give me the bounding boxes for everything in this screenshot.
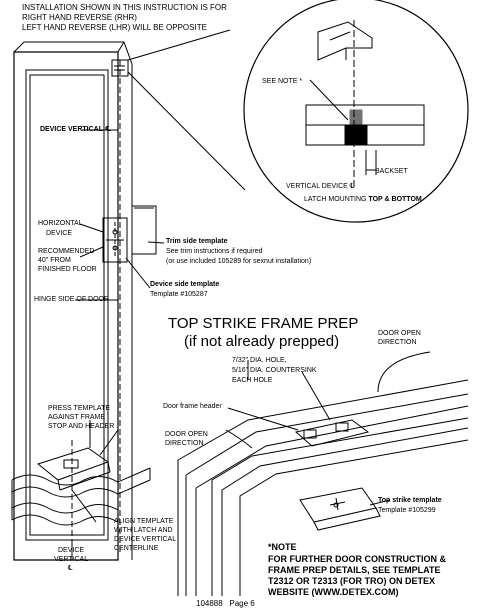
device-vertical-small-1: DEVICE [58,547,85,554]
note-line-4: WEBSITE (WWW.DETEX.COM) [268,587,399,597]
recommended-label-3: FINISHED FLOOR [38,266,97,273]
device-vertical-label: DEVICE VERTICAL ℄ [40,126,112,133]
hinge-side-label: HINGE SIDE OF DOOR [34,296,110,303]
device-template-number: Template #105287 [150,291,208,298]
align-template-4: CENTERLINE [114,545,159,552]
recommended-label-1: RECOMMENDED [38,248,95,255]
hole-spec-2: 5/16" DIA. COUNTERSINK [232,367,317,374]
latch-mounting-label: LATCH MOUNTING TOP & BOTTOM [304,196,422,203]
page-footer: 104888 Page 6 [196,599,255,608]
hole-spec-1: 7/32" DIA. HOLE, [232,357,287,364]
horizontal-label-2: DEVICE [46,230,73,237]
strike-title: TOP STRIKE FRAME PREP [168,315,359,332]
horizontal-label-1: HORIZONTAL [38,220,83,227]
press-template-1: PRESS TEMPLATE [48,405,110,412]
note-title: *NOTE [268,542,297,552]
frame-header-label: Door frame header [163,403,222,410]
strike-template-number: Template #105299 [378,507,436,514]
trim-template-title: Trim side template [166,238,228,245]
hole-spec-3: EACH HOLE [232,377,273,384]
note-line-1: FOR FURTHER DOOR CONSTRUCTION & [268,554,446,564]
intro-line-3: LEFT HAND REVERSE (LHR) WILL BE OPPOSITE [22,23,207,32]
trim-template-line-2: (or use included 105289 for sexnut insta… [166,258,312,265]
vertical-device-label: VERTICAL DEVICE ℄ [286,183,355,190]
door-illustration [13,41,165,561]
press-template-2: AGAINST FRAME [48,414,106,421]
press-template-illustration [11,420,151,560]
align-template-3: DEVICE VERTICAL [114,536,177,543]
frame-header-illustration [177,351,469,596]
trim-template-line-1: See trim instructions if required [166,248,263,255]
door-open-right-1: DOOR OPEN [378,330,421,337]
strike-subtitle: (if not already prepped) [184,333,340,350]
strike-template-title: Top strike template [378,497,442,504]
align-template-2: WITH LATCH AND [114,527,173,534]
intro-line-1: INSTALLATION SHOWN IN THIS INSTRUCTION I… [22,3,227,12]
door-open-left-2: DIRECTION [165,440,204,447]
note-line-3: T2312 OR T2313 (FOR TRO) ON DETEX [268,576,436,586]
backset-label: BACKSET [375,168,408,175]
door-open-left-1: DOOR OPEN [165,431,208,438]
note-line-2: FRAME PREP DETAILS, SEE TEMPLATE [268,565,441,575]
see-note-label: SEE NOTE * [262,78,303,85]
device-vertical-small-3: ℄ [68,565,73,572]
device-template-title: Device side template [150,281,220,288]
intro-line-2: RIGHT HAND REVERSE (RHR) [22,13,137,22]
device-vertical-small-2: VERTICAL [54,556,89,563]
recommended-label-2: 40" FROM [38,257,71,264]
door-open-right-2: DIRECTION [378,339,417,346]
align-template-1: ALIGN TEMPLATE [114,518,174,525]
press-template-3: STOP AND HEADER [48,423,115,430]
latch-detail-circle [243,0,469,223]
